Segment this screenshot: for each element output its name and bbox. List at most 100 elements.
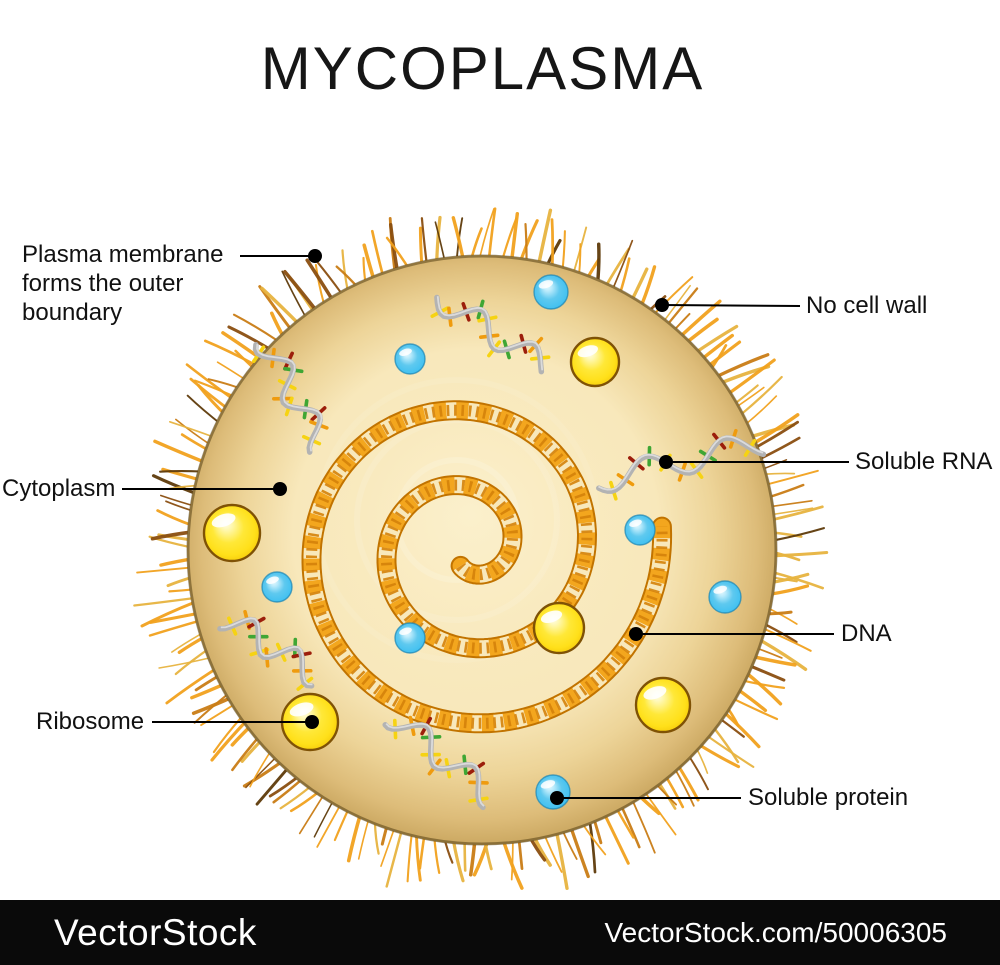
leader-dot <box>273 482 287 496</box>
pilus-hair <box>770 507 814 516</box>
pilus-hair <box>630 797 656 854</box>
pilus-hair <box>736 386 765 408</box>
ribosome-sphere <box>532 601 586 655</box>
leader-dot <box>305 715 319 729</box>
label-plasma-membrane-line2: forms the outer <box>22 270 184 297</box>
pilus-hair <box>687 754 709 791</box>
pilus-hair <box>385 829 403 888</box>
pilus-hair <box>751 413 800 446</box>
pilus-hair <box>185 363 235 401</box>
protein-sphere <box>708 580 742 614</box>
pilus-hair <box>478 207 495 260</box>
protein-sphere <box>624 514 656 546</box>
rna-ribbon-sheen <box>385 722 485 807</box>
watermark-brand: VectorStock <box>54 911 257 953</box>
label-plasma-membrane-line1: Plasma membrane <box>22 241 224 268</box>
pilus-hair <box>604 247 631 288</box>
sphere-highlight <box>629 519 642 527</box>
pilus-hair <box>761 627 812 652</box>
watermark-bar: VectorStock VectorStock.com/50006305 <box>0 900 1000 965</box>
rna-strand <box>252 342 329 455</box>
rna-ribbon <box>596 435 767 494</box>
pilus-hair <box>749 664 786 682</box>
pilus-hair <box>518 219 539 264</box>
dna-spiral <box>301 400 673 734</box>
sphere-highlight <box>577 345 598 358</box>
sphere-highlight <box>266 576 279 584</box>
pilus-hair <box>468 839 477 877</box>
pilus-hair <box>414 832 422 882</box>
pilus-hair <box>757 436 801 461</box>
pilus-hair <box>740 375 783 416</box>
pilus-hair <box>722 710 761 749</box>
pilus-hair <box>420 217 428 265</box>
pilus-hair <box>616 808 635 839</box>
pilus-hair <box>281 270 307 318</box>
pilus-hair <box>588 818 597 874</box>
pilus-hair <box>762 472 796 476</box>
protein-sphere <box>394 343 426 375</box>
pilus-hair <box>341 249 349 292</box>
leader-dot <box>629 627 643 641</box>
pilus-hair <box>158 656 213 669</box>
rna-ribbon <box>434 294 545 375</box>
ribosome-sphere <box>634 676 692 734</box>
pilus-hair <box>151 474 197 495</box>
pilus-hair <box>769 499 813 508</box>
pilus-hair <box>203 339 259 368</box>
pilus-hair <box>771 551 829 558</box>
pilus-hair <box>216 361 246 381</box>
pilus-hair <box>232 313 279 342</box>
pilus-hair <box>357 815 371 860</box>
pilus-hair <box>168 420 216 439</box>
rna-ribbon <box>252 342 324 455</box>
pilus-hair <box>161 467 201 482</box>
rna-ribbon <box>382 722 486 811</box>
pilus-hair <box>227 325 274 353</box>
rna-strand <box>217 609 315 691</box>
pilus-hair <box>140 600 198 628</box>
sphere-highlight <box>540 610 563 623</box>
rna-strand <box>382 715 489 811</box>
pilus-hair <box>156 509 193 527</box>
pilus-hair <box>601 809 630 865</box>
pilus-hair <box>279 784 314 810</box>
pilus-hair <box>451 837 465 883</box>
rna-strand <box>430 294 551 375</box>
label-dna: DNA <box>841 620 892 647</box>
pilus-hair <box>298 792 326 835</box>
pilus-hair <box>640 265 657 307</box>
ribosome-sphere <box>202 503 262 563</box>
protein-sphere <box>533 274 569 310</box>
pilus-hair <box>210 717 250 762</box>
pilus-hair <box>706 734 755 768</box>
pilus-hair <box>200 703 235 727</box>
pilus-hair <box>159 470 203 473</box>
sphere-highlight <box>713 585 727 594</box>
pilus-hair <box>316 260 343 295</box>
pilus-hair <box>362 243 376 283</box>
plasma-membrane-ring <box>186 254 778 846</box>
protein-sphere <box>535 774 571 810</box>
sphere-highlight <box>538 280 554 289</box>
pilus-hair <box>370 229 385 279</box>
pilus-hair <box>249 748 273 788</box>
label-soluble-protein: Soluble protein <box>748 784 909 811</box>
pilus-hair <box>418 833 426 870</box>
rna-ribbon-sheen <box>256 343 323 452</box>
protein-sphere <box>261 571 293 603</box>
pilus-hair <box>768 483 805 499</box>
leader-dot <box>308 249 322 263</box>
label-ribosome: Ribosome <box>36 708 145 735</box>
sphere-highlight <box>540 780 556 789</box>
pilus-hair <box>406 830 414 883</box>
leader-dot <box>550 791 564 805</box>
pilus-hair <box>165 667 217 705</box>
sphere-highlight <box>399 348 412 356</box>
pilus-hair <box>133 596 195 607</box>
protein-sphere <box>394 622 426 654</box>
label-plasma-membrane-line3: boundary <box>22 299 123 326</box>
pilus-hair <box>679 299 722 338</box>
